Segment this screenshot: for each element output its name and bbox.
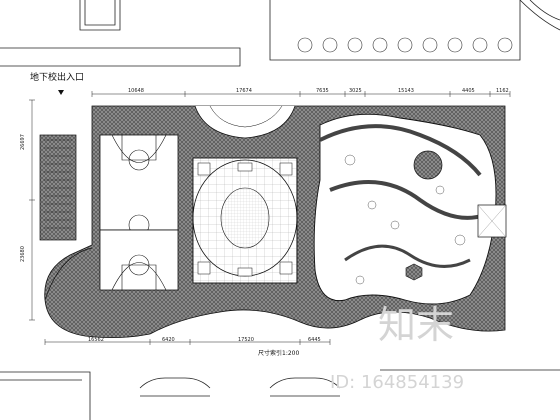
dim-top-1: 10648 bbox=[128, 88, 144, 94]
tree-row bbox=[297, 37, 513, 53]
bottom-dimension-line bbox=[44, 339, 331, 345]
dim-left-2: 23680 bbox=[20, 246, 26, 262]
dim-top-4: 3025 bbox=[349, 88, 362, 94]
lower-walkway bbox=[44, 247, 93, 301]
basketball-court-upper bbox=[99, 134, 179, 236]
top-building-left bbox=[0, 0, 241, 67]
dim-left-1: 26697 bbox=[20, 134, 26, 150]
right-building-hatch bbox=[477, 204, 507, 238]
central-oval-inner bbox=[220, 187, 270, 249]
stair-treads bbox=[44, 139, 72, 229]
garden-round-feature bbox=[413, 150, 443, 180]
entrance-label: 地下校出入口 bbox=[30, 71, 84, 83]
dim-top-6: 4405 bbox=[462, 88, 475, 94]
top-dimension-line bbox=[91, 91, 511, 97]
watermark-mark: 知末 bbox=[378, 303, 454, 347]
garden-path-middle bbox=[329, 180, 486, 220]
dim-top-7: 1162 bbox=[496, 88, 509, 94]
entrance-stair bbox=[39, 134, 77, 241]
right-garden bbox=[313, 113, 497, 305]
dim-bottom-2: 6420 bbox=[162, 337, 175, 343]
top-building-right bbox=[269, 0, 560, 61]
dim-top-5: 15143 bbox=[398, 88, 414, 94]
garden-hex-pavilion bbox=[405, 263, 423, 281]
scale-label: 尺寸索引1:200 bbox=[258, 349, 299, 357]
dim-bottom-4: 6445 bbox=[308, 337, 321, 343]
garden-path-lower bbox=[344, 244, 471, 268]
left-dimension-line bbox=[29, 99, 35, 321]
dim-bottom-3: 17520 bbox=[238, 337, 254, 343]
dim-top-3: 7635 bbox=[316, 88, 329, 94]
bottom-buildings bbox=[0, 369, 560, 420]
upper-arc-plaza bbox=[194, 105, 296, 139]
upper-arc-inner bbox=[209, 105, 283, 128]
basketball-court-lower bbox=[99, 229, 179, 291]
dim-top-2: 17674 bbox=[236, 88, 252, 94]
plaza-planters bbox=[197, 162, 293, 277]
garden-shrubs bbox=[344, 154, 466, 285]
watermark-id: ID: 164854139 bbox=[330, 372, 464, 393]
entrance-arrow-icon bbox=[58, 90, 64, 95]
dim-bottom-1: 16562 bbox=[88, 337, 104, 343]
garden-path-upper bbox=[319, 124, 482, 177]
